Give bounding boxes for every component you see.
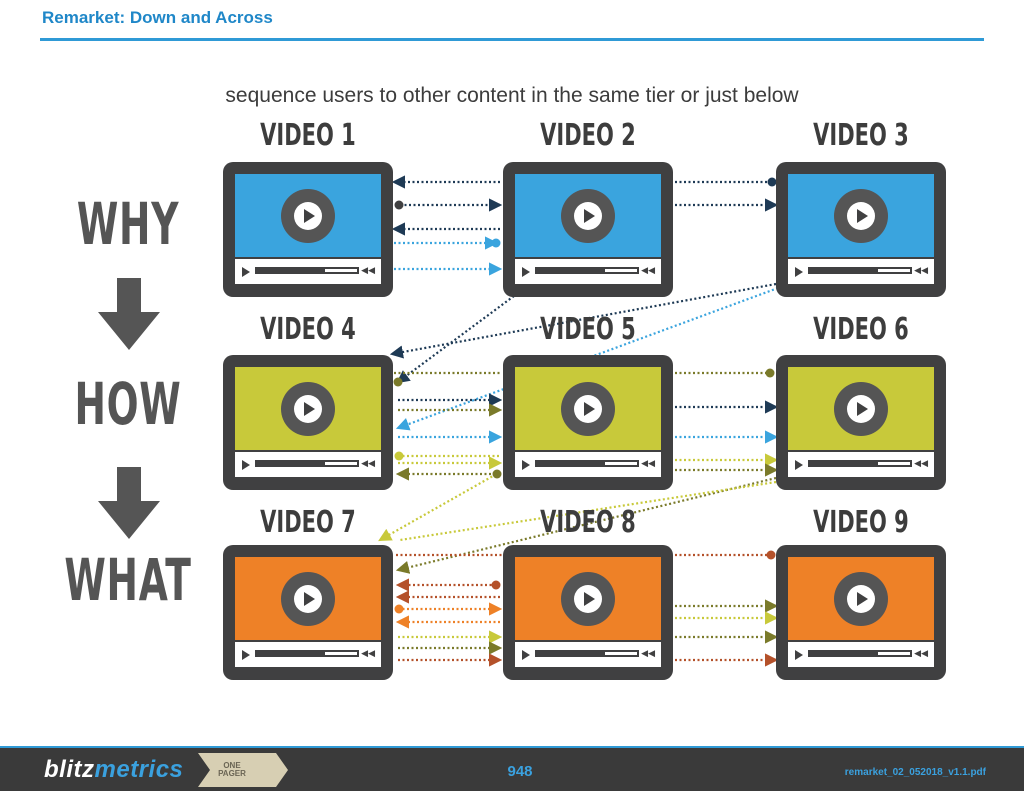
play-icon[interactable] <box>834 381 888 436</box>
skip-end-icon[interactable]: ◀◀ <box>914 266 928 276</box>
video-player-5[interactable]: ◀◀ <box>503 355 673 490</box>
play-icon[interactable] <box>795 460 803 470</box>
video-screen <box>515 557 661 640</box>
video-player-9[interactable]: ◀◀ <box>776 545 946 680</box>
play-icon[interactable] <box>281 571 335 626</box>
progress-bar-icon[interactable] <box>255 650 359 657</box>
video-player-3[interactable]: ◀◀ <box>776 162 946 297</box>
tier-label-why: WHY <box>76 190 180 258</box>
video-screen <box>235 557 381 640</box>
down-arrow-icon <box>98 278 160 350</box>
play-icon[interactable] <box>561 188 615 243</box>
play-icon[interactable] <box>242 650 250 660</box>
video-screen <box>515 367 661 450</box>
video-player-1[interactable]: ◀◀ <box>223 162 393 297</box>
video-player-2[interactable]: ◀◀ <box>503 162 673 297</box>
player-controls: ◀◀ <box>235 642 381 667</box>
video-player-4[interactable]: ◀◀ <box>223 355 393 490</box>
logo-text-part2: metrics <box>94 756 184 783</box>
video-screen <box>788 174 934 257</box>
progress-bar-icon[interactable] <box>808 650 912 657</box>
skip-end-icon[interactable]: ◀◀ <box>914 459 928 469</box>
video-screen <box>235 367 381 450</box>
subtitle: sequence users to other content in the s… <box>225 84 799 107</box>
tier-label-what: WHAT <box>64 546 192 614</box>
play-icon[interactable] <box>242 460 250 470</box>
progress-bar-icon[interactable] <box>255 267 359 274</box>
play-icon[interactable] <box>561 571 615 626</box>
down-arrow-icon <box>98 467 160 539</box>
player-controls: ◀◀ <box>515 642 661 667</box>
skip-end-icon[interactable]: ◀◀ <box>641 266 655 276</box>
play-icon[interactable] <box>522 650 530 660</box>
progress-bar-icon[interactable] <box>255 460 359 467</box>
video-label-4: VIDEO 4 <box>260 312 356 347</box>
skip-end-icon[interactable]: ◀◀ <box>361 459 375 469</box>
player-controls: ◀◀ <box>788 259 934 284</box>
page-number: 948 <box>507 763 533 780</box>
video-player-8[interactable]: ◀◀ <box>503 545 673 680</box>
play-icon[interactable] <box>561 381 615 436</box>
player-controls: ◀◀ <box>788 452 934 477</box>
video-label-2: VIDEO 2 <box>540 118 636 153</box>
video-label-8: VIDEO 8 <box>540 505 636 540</box>
progress-bar-icon[interactable] <box>535 650 639 657</box>
video-label-5: VIDEO 5 <box>540 312 636 347</box>
footer-bar <box>0 748 1024 791</box>
tier-label-how: HOW <box>74 370 182 438</box>
play-icon[interactable] <box>522 267 530 277</box>
video-screen <box>235 174 381 257</box>
player-controls: ◀◀ <box>235 259 381 284</box>
pager-badge <box>198 753 288 787</box>
blitzmetrics-logo: blitzmetrics <box>44 756 183 784</box>
video-player-7[interactable]: ◀◀ <box>223 545 393 680</box>
video-screen <box>788 367 934 450</box>
video-screen <box>515 174 661 257</box>
title-divider <box>40 38 984 41</box>
video-label-6: VIDEO 6 <box>813 312 909 347</box>
player-controls: ◀◀ <box>515 452 661 477</box>
skip-end-icon[interactable]: ◀◀ <box>641 649 655 659</box>
progress-bar-icon[interactable] <box>808 267 912 274</box>
play-icon[interactable] <box>834 188 888 243</box>
play-icon[interactable] <box>795 267 803 277</box>
skip-end-icon[interactable]: ◀◀ <box>361 266 375 276</box>
progress-bar-icon[interactable] <box>808 460 912 467</box>
play-icon[interactable] <box>522 460 530 470</box>
player-controls: ◀◀ <box>788 642 934 667</box>
player-controls: ◀◀ <box>515 259 661 284</box>
play-icon[interactable] <box>281 188 335 243</box>
progress-bar-icon[interactable] <box>535 460 639 467</box>
play-icon[interactable] <box>795 650 803 660</box>
video-label-9: VIDEO 9 <box>813 505 909 540</box>
page-title: Remarket: Down and Across <box>42 8 273 27</box>
video-label-3: VIDEO 3 <box>813 118 909 153</box>
video-screen <box>788 557 934 640</box>
play-icon[interactable] <box>242 267 250 277</box>
skip-end-icon[interactable]: ◀◀ <box>361 649 375 659</box>
file-name: remarket_02_052018_v1.1.pdf <box>844 767 986 778</box>
logo-text-part1: blitz <box>44 756 95 783</box>
skip-end-icon[interactable]: ◀◀ <box>641 459 655 469</box>
skip-end-icon[interactable]: ◀◀ <box>914 649 928 659</box>
progress-bar-icon[interactable] <box>535 267 639 274</box>
video-label-1: VIDEO 1 <box>260 118 356 153</box>
video-player-6[interactable]: ◀◀ <box>776 355 946 490</box>
video-label-7: VIDEO 7 <box>260 505 356 540</box>
play-icon[interactable] <box>834 571 888 626</box>
footer-accent-line <box>0 746 1024 749</box>
play-icon[interactable] <box>281 381 335 436</box>
player-controls: ◀◀ <box>235 452 381 477</box>
